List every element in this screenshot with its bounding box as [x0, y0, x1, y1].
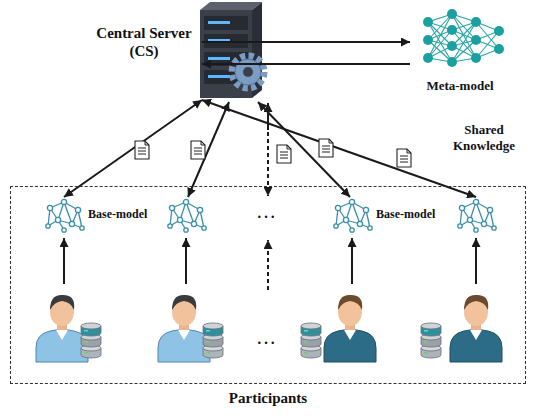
- participant-icon: [158, 295, 210, 362]
- node-label: Meta-model: [410, 78, 510, 94]
- connector-arrow: [202, 100, 476, 197]
- database-icon: [81, 323, 101, 358]
- document-icon: [277, 145, 291, 163]
- participant-icon: [324, 295, 376, 362]
- network-icon: [458, 199, 496, 232]
- node-label: Participants: [11, 389, 525, 407]
- ellipsis-mark: …: [256, 200, 276, 223]
- document-icon: [397, 149, 411, 167]
- meta-model-node: Meta-model: [410, 8, 512, 98]
- database-icon: [203, 323, 223, 358]
- connector-arrow: [64, 100, 202, 197]
- connector-arrow: [202, 63, 410, 65]
- base-model-node: Base-model: [44, 197, 158, 233]
- node-label: Central Server (CS): [88, 24, 200, 60]
- neural-net-icon: [423, 9, 504, 67]
- edge-label: Shared Knowledge: [444, 122, 524, 155]
- server-node: Central Server (CS): [88, 4, 202, 100]
- document-icon: [135, 141, 149, 159]
- server-icon: [200, 2, 264, 98]
- node-label: Base-model: [376, 207, 435, 221]
- participant-icon: [36, 295, 88, 362]
- upload-arrow: [64, 238, 476, 290]
- network-icon: [46, 199, 84, 232]
- document-icon: [191, 141, 205, 159]
- node-label: Base-model: [88, 207, 147, 221]
- link-arrow: [188, 102, 350, 197]
- document-icon: [319, 139, 333, 157]
- participant-icon: [450, 295, 502, 362]
- ellipsis-mark: …: [256, 326, 276, 349]
- connector-arrow: [202, 41, 410, 43]
- database-icon: [421, 323, 441, 358]
- base-model-node: Base-model: [372, 197, 496, 233]
- network-icon: [168, 199, 206, 232]
- database-icon: [301, 323, 321, 358]
- network-icon: [334, 199, 372, 232]
